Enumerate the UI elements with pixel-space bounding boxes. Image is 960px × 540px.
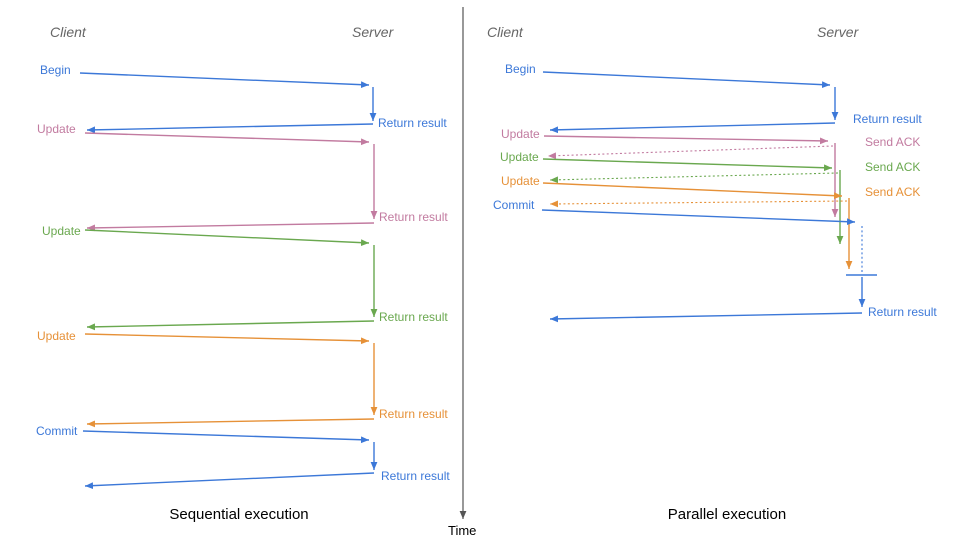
seq-commit-label: Commit xyxy=(36,424,78,438)
par-commit-return-arrow xyxy=(549,312,863,323)
seq-client-header: Client xyxy=(50,24,86,40)
seq-update3-request-arrow xyxy=(84,333,370,345)
seq-update2-label: Update xyxy=(42,224,81,238)
seq-update2-return-arrow xyxy=(86,320,375,331)
par-update3-ack-dotted-arrow xyxy=(549,200,848,208)
par-update1-request-arrow xyxy=(543,135,829,145)
par-server-header: Server xyxy=(817,24,859,40)
par-update1-ack-dotted-arrow xyxy=(547,145,834,160)
par-commit-label: Commit xyxy=(493,198,535,212)
par-begin-request-arrow xyxy=(542,71,831,89)
par-update1-label: Update xyxy=(501,127,540,141)
seq-update2-return-label: Return result xyxy=(379,310,448,324)
seq-panel-title: Sequential execution xyxy=(169,506,309,523)
seq-begin-request-arrow xyxy=(79,72,370,89)
seq-update3-return-label: Return result xyxy=(379,407,448,421)
seq-commit-return-arrow xyxy=(84,472,375,490)
par-panel-title: Parallel execution xyxy=(667,506,787,523)
seq-update3-label: Update xyxy=(37,329,76,343)
par-begin-return-arrow xyxy=(549,122,836,134)
par-commit-request-arrow xyxy=(541,209,856,226)
par-begin-return-label: Return result xyxy=(853,112,922,126)
seq-server-header: Server xyxy=(352,24,394,40)
par-commit-return-label: Return result xyxy=(868,305,937,319)
seq-update1-return-arrow xyxy=(86,222,375,232)
seq-commit-request-arrow xyxy=(82,430,370,444)
seq-update1-return-label: Return result xyxy=(379,210,448,224)
par-update3-request-arrow xyxy=(542,182,843,200)
seq-update1-request-arrow xyxy=(84,132,370,146)
seq-begin-label: Begin xyxy=(40,63,71,77)
par-begin-label: Begin xyxy=(505,62,536,76)
seq-begin-return-arrow xyxy=(86,123,374,134)
par-update2-ack-label: Send ACK xyxy=(865,160,921,174)
par-update1-ack-label: Send ACK xyxy=(865,135,921,149)
seq-update2-request-arrow xyxy=(84,229,370,247)
seq-commit-return-label: Return result xyxy=(381,469,450,483)
par-update2-label: Update xyxy=(500,150,539,164)
par-update2-ack-dotted-arrow xyxy=(549,172,839,184)
seq-update1-label: Update xyxy=(37,122,76,136)
seq-update3-return-arrow xyxy=(86,418,375,428)
par-update3-label: Update xyxy=(501,174,540,188)
par-update3-ack-label: Send ACK xyxy=(865,185,921,199)
par-client-header: Client xyxy=(487,24,523,40)
par-update2-request-arrow xyxy=(542,158,833,172)
seq-begin-return-label: Return result xyxy=(378,116,447,130)
time-axis-label: Time xyxy=(448,523,477,538)
